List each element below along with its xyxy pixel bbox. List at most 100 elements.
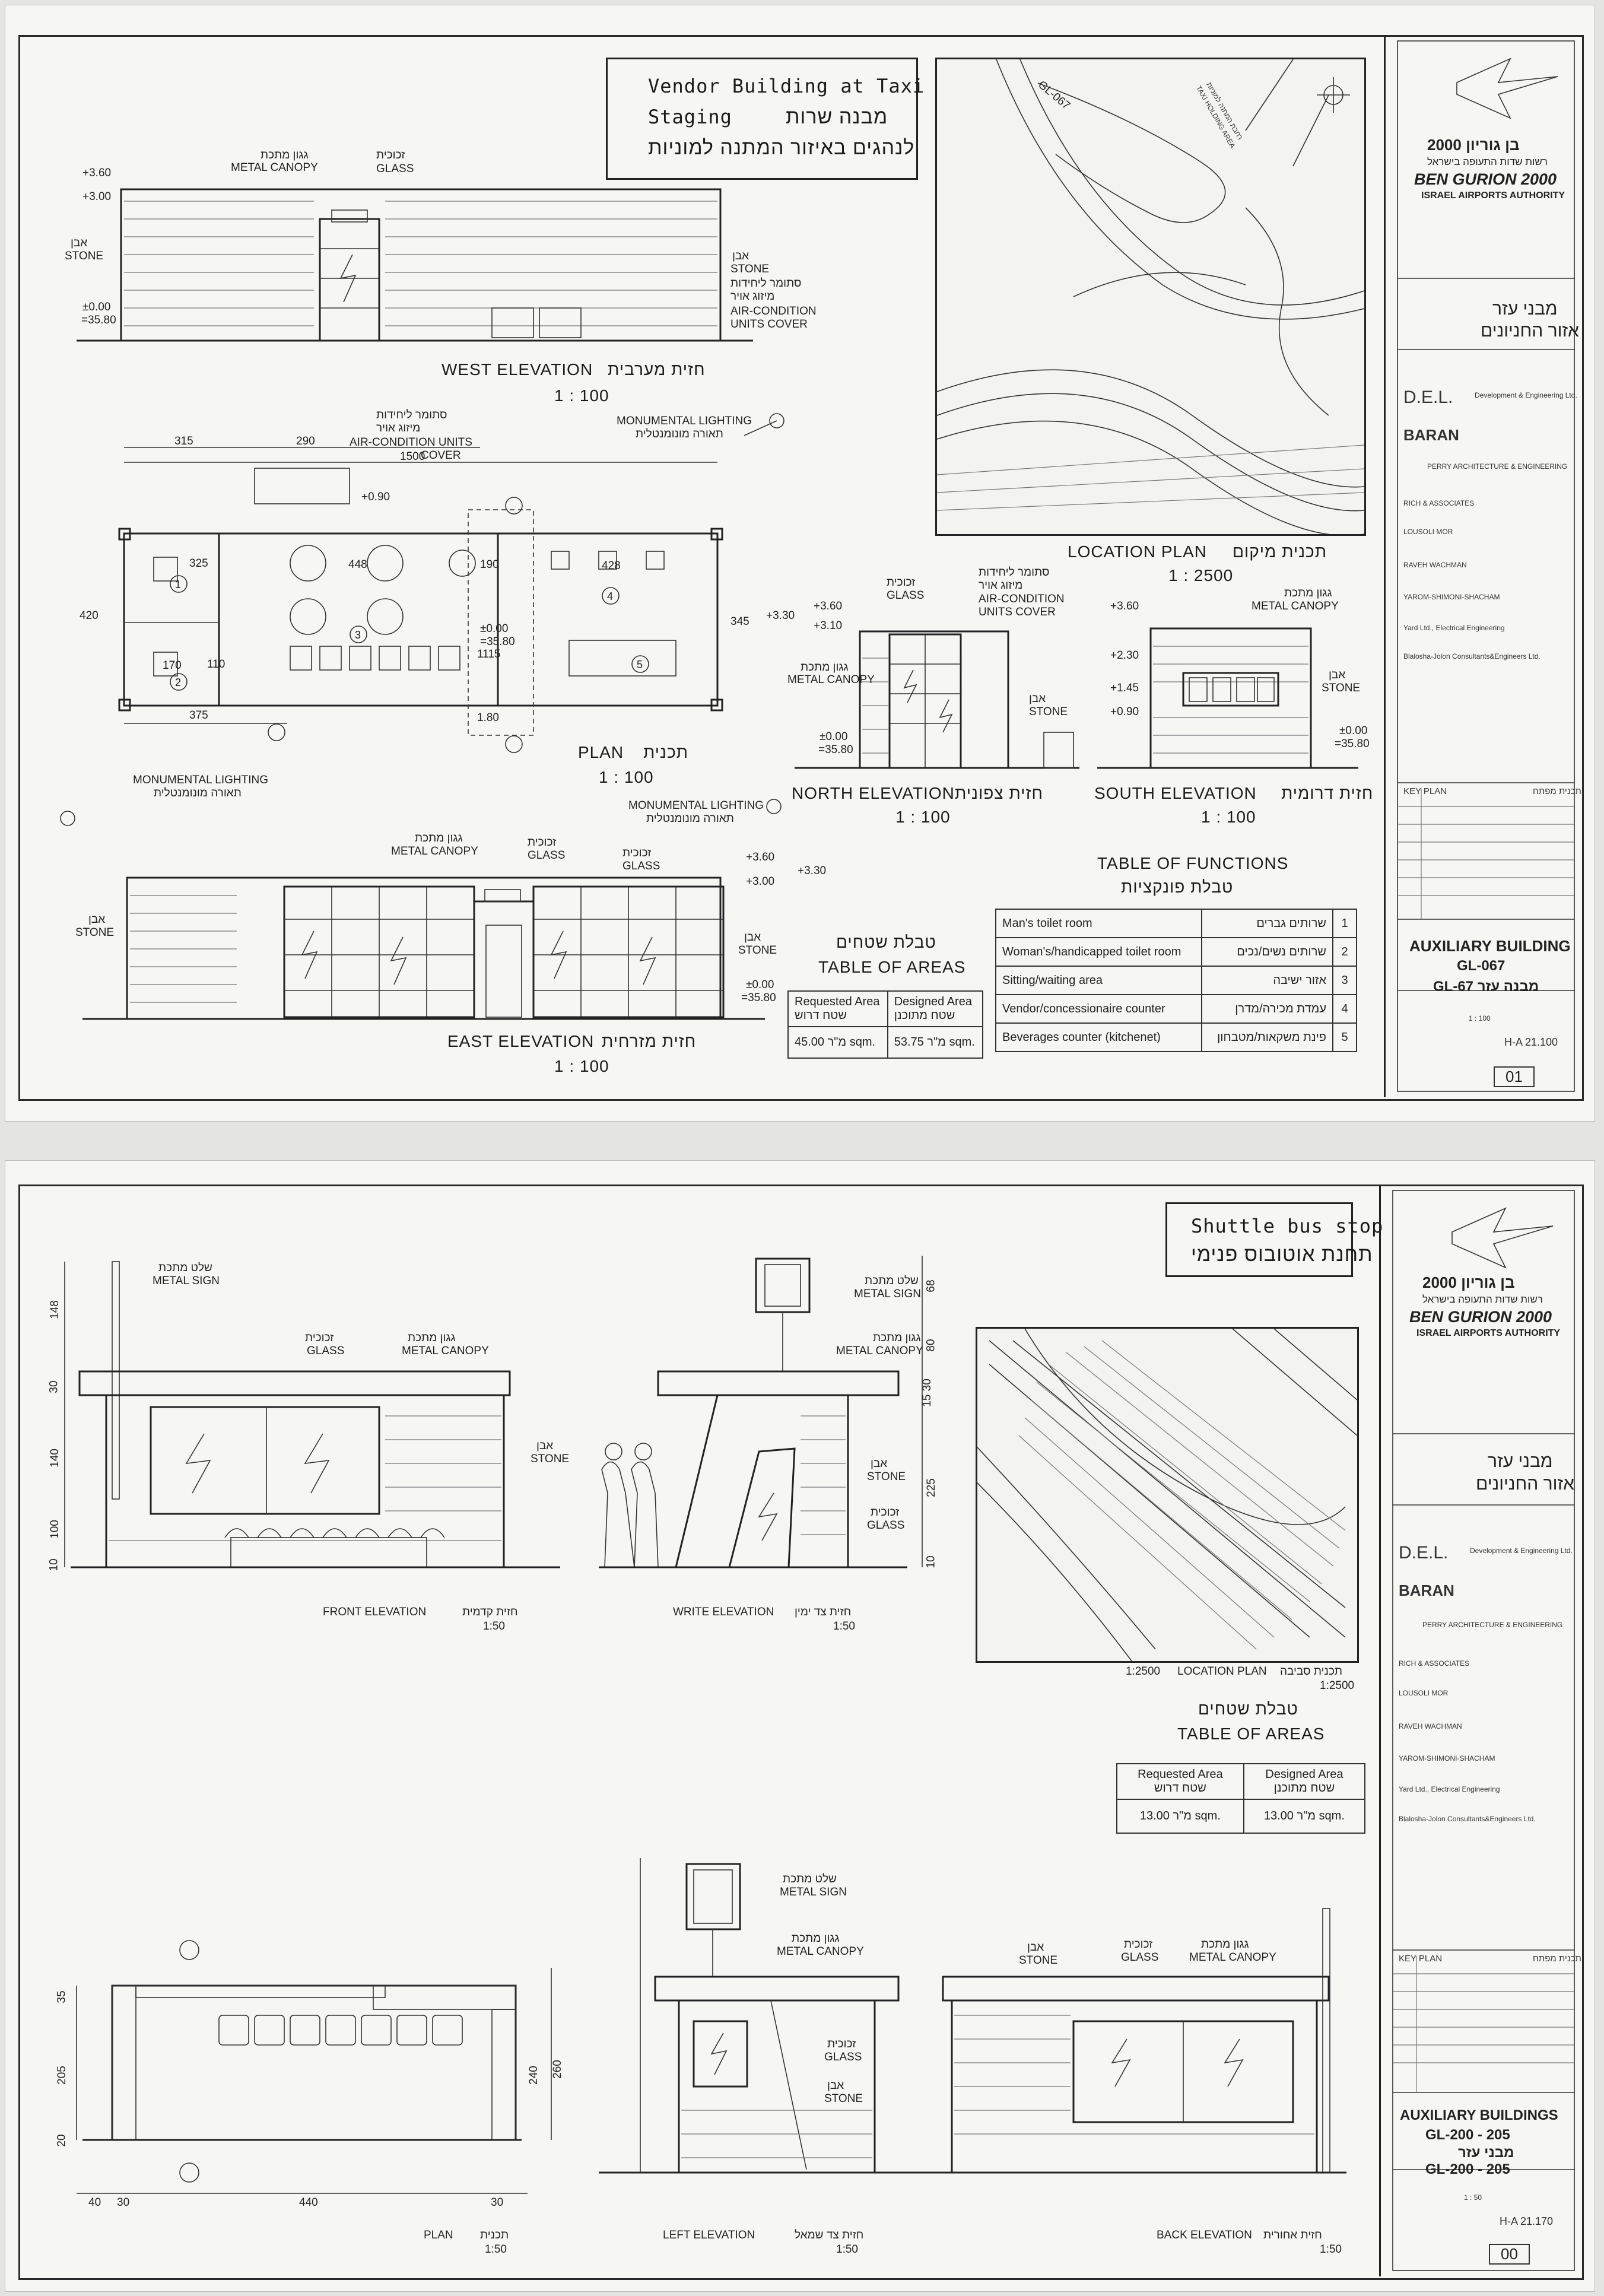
north-stone-he: אבן xyxy=(1029,693,1046,705)
west-stone-en-right: STONE xyxy=(730,263,770,275)
south-stone-he: אבן xyxy=(1329,669,1346,681)
tb1-firm-3: BARAN xyxy=(1403,426,1459,444)
s2-right-sign-he: שלט מתכת xyxy=(865,1275,919,1287)
s2-plan-dim-35: 35 xyxy=(55,1990,68,2003)
s2-front-stone-en: STONE xyxy=(531,1453,570,1465)
east-glass-he-2: זכוכית xyxy=(622,847,652,859)
areas-h2a: Designed Area xyxy=(894,995,972,1008)
s2-areas-value-requested: מ"ר 13.00 sqm. xyxy=(1116,1799,1244,1834)
s2-left-canopy-he: גגון מתכת xyxy=(792,1932,840,1945)
s2-left-glass-en: GLASS xyxy=(824,2051,862,2063)
north-elevation-drawing xyxy=(795,630,1079,769)
west-level-3580: =35.80 xyxy=(81,314,116,326)
tb1-firm-8: YAROM-SHIMONI-SHACHAM xyxy=(1403,593,1500,601)
s2-plan-title-he: תכנית xyxy=(480,2229,509,2241)
right-elevation-title-en: WRITE ELEVATION xyxy=(673,1606,774,1618)
s2-dim-30: 30 xyxy=(47,1380,61,1393)
east-canopy-he: גגון מתכת xyxy=(415,832,463,844)
tb1-firm-1: D.E.L. xyxy=(1403,388,1453,407)
s2-location-scale-left: 1:2500 xyxy=(1126,1665,1161,1678)
areas-h1a: Requested Area xyxy=(795,995,880,1008)
tb1-firm-9: Yard Ltd., Electrical Engineering xyxy=(1403,624,1505,632)
tb1-authority-en: ISRAEL AIRPORTS AUTHORITY xyxy=(1421,190,1565,201)
tb2-sheet-no: H-A 21.170 xyxy=(1500,2215,1554,2227)
tb2-key-plan-he: תכנית מפתח xyxy=(1533,1954,1581,1964)
north-level-3580: =35.80 xyxy=(818,744,853,756)
east-level-360: +3.60 xyxy=(746,851,775,863)
sheet2-title-he: תחנת אוטובוס פנימי xyxy=(1191,1243,1373,1266)
north-level-000: ±0.00 xyxy=(820,731,848,743)
s2-left-canopy-en: METAL CANOPY xyxy=(777,1945,864,1958)
north-level-310: +3.10 xyxy=(814,620,843,632)
s2-dim-148: 148 xyxy=(48,1300,61,1319)
east-stone-en-right: STONE xyxy=(738,944,777,957)
s2-front-canopy-en: METAL CANOPY xyxy=(402,1345,489,1357)
tb2-drawing-he-2: GL-200 - 205 xyxy=(1425,2161,1510,2177)
plan-cover-en: COVER xyxy=(421,449,461,462)
tb2-drawing-en-2: GL-200 - 205 xyxy=(1425,2127,1510,2143)
tb1-firm-7: RAVEH WACHMAN xyxy=(1403,561,1467,569)
sheet-1-drawings: 1 2 3 4 5 xyxy=(60,188,1358,1020)
s2-plan-dim-30b: 30 xyxy=(491,2196,504,2209)
west-level-300: +3.00 xyxy=(82,190,112,203)
west-glass-label-he: זכוכית xyxy=(376,149,405,161)
north-level-330: +3.30 xyxy=(766,609,795,622)
west-canopy-label-he: גגון מתכת xyxy=(261,149,309,161)
plan-dim-448: 448 xyxy=(348,558,367,571)
location-plan-2-svg xyxy=(977,1329,1357,1661)
south-level-000: ±0.00 xyxy=(1339,725,1368,737)
tb2-authority-he: רשות שדות התעופה בישראל xyxy=(1422,1294,1543,1305)
north-ac-he-1: סתומר ליחידות xyxy=(979,566,1050,579)
s2-right-sign-en: METAL SIGN xyxy=(854,1288,921,1300)
east-elevation-scale: 1 : 100 xyxy=(554,1057,609,1075)
plan-dim-180: 1.80 xyxy=(477,712,499,724)
s2-left-stone-he: אבן xyxy=(827,2079,844,2092)
east-level-330: +3.30 xyxy=(798,865,827,877)
west-elevation-title-en: WEST ELEVATION xyxy=(442,360,593,379)
s2-back-canopy-en: METAL CANOPY xyxy=(1189,1951,1276,1964)
east-mon-light-he-right: תאורה מונומנטלית xyxy=(646,812,734,825)
sheet2-title-en: Shuttle bus stop xyxy=(1191,1215,1384,1237)
west-level-360: +3.60 xyxy=(82,167,112,179)
plan-dim-1115: 1115 xyxy=(477,648,501,660)
s2-right-canopy-en: METAL CANOPY xyxy=(836,1345,923,1357)
plan-mon-light-he: תאורה מונומנטלית xyxy=(636,428,723,440)
front-elevation-drawing xyxy=(64,1261,560,1568)
left-elevation-scale: 1:50 xyxy=(836,2243,858,2256)
function-he: עמדת מכירה/מדרן xyxy=(1201,994,1333,1024)
east-stone-he-right: אבן xyxy=(744,931,761,944)
west-level-000: ±0.00 xyxy=(82,301,111,313)
s2-left-sign-en: METAL SIGN xyxy=(780,1886,847,1898)
south-level-360: +3.60 xyxy=(1110,600,1139,612)
function-en: Beverages counter (kitchenet) xyxy=(995,1022,1203,1052)
function-num: 3 xyxy=(1332,966,1357,995)
room-tags: 1 2 3 4 5 xyxy=(170,575,649,691)
north-canopy-en: METAL CANOPY xyxy=(787,674,875,686)
function-num: 1 xyxy=(1332,909,1357,938)
s2-areas-h2b: שטח מתוכנן xyxy=(1273,1781,1335,1795)
south-canopy-en: METAL CANOPY xyxy=(1252,600,1339,612)
right-elevation-scale: 1:50 xyxy=(833,1620,855,1633)
tb1-project-he-1: מבני עזר xyxy=(1492,299,1558,319)
right-elevation-title-he: חזית צד ימין xyxy=(795,1606,852,1618)
function-en: Man's toilet room xyxy=(995,909,1203,938)
west-stone-he-right: אבן xyxy=(732,250,749,262)
west-ac-en-2: UNITS COVER xyxy=(730,318,808,331)
svg-text:2: 2 xyxy=(175,677,181,688)
south-stone-en: STONE xyxy=(1322,682,1361,694)
plan-dim-110: 110 xyxy=(207,658,225,671)
tb1-key-plan: KEY PLAN xyxy=(1403,786,1447,796)
svg-text:3: 3 xyxy=(355,629,361,641)
areas-h1b: שטח דרוש xyxy=(795,1009,847,1022)
west-canopy-label-en: METAL CANOPY xyxy=(231,161,318,174)
tb1-scale: 1 : 100 xyxy=(1469,1014,1491,1022)
west-ac-he-2: מיזוג אויר xyxy=(730,290,775,303)
plan-dim-1500: 1500 xyxy=(400,450,425,463)
s2-location-title-he: תכנית סביבה xyxy=(1280,1665,1343,1678)
s2-right-canopy-he: גגון מתכת xyxy=(873,1332,921,1344)
tb2-firm-6: LOUSOLI MOR xyxy=(1399,1689,1449,1697)
tb2-firm-4: PERRY ARCHITECTURE & ENGINEERING xyxy=(1422,1621,1563,1629)
